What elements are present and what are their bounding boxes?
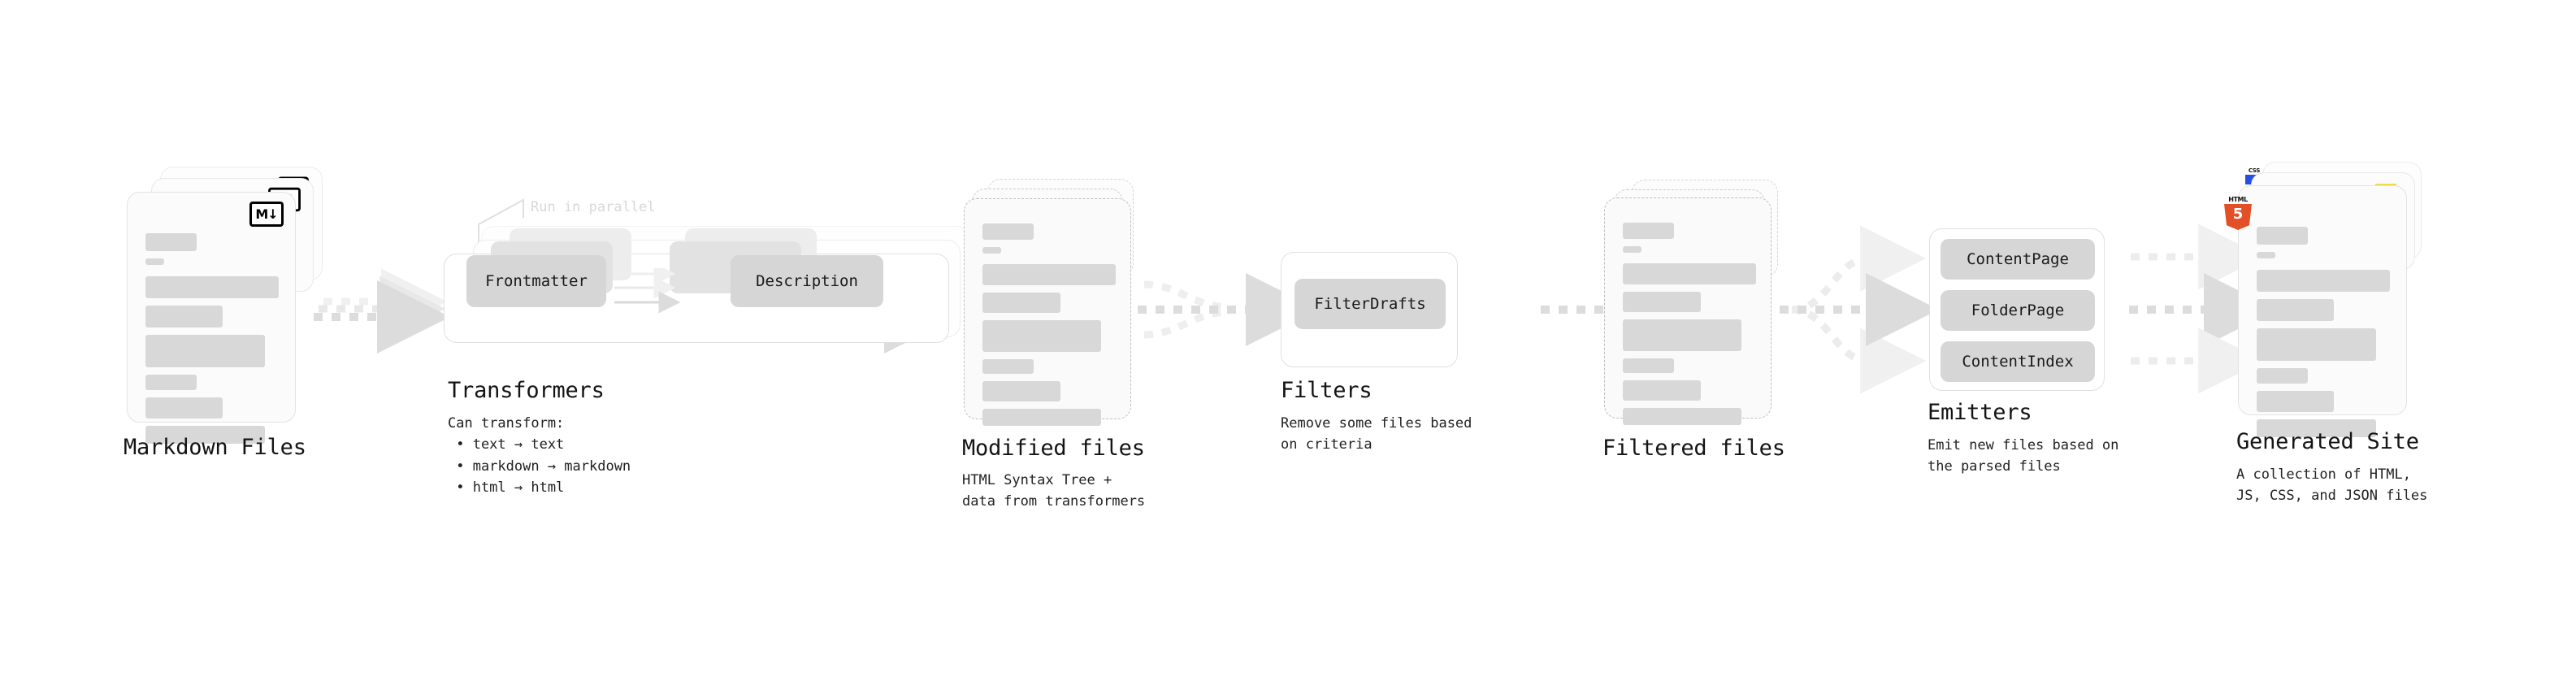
content-bar	[982, 320, 1101, 352]
stage-title-markdown-files: Markdown Files	[124, 435, 306, 460]
content-bar	[982, 247, 1001, 254]
content-bar	[1623, 358, 1674, 373]
stage-title-modified-files: Modified files	[962, 436, 1145, 461]
content-bar	[2257, 252, 2275, 258]
content-bar	[2257, 270, 2390, 292]
transformers-box: Frontmatter Description	[444, 228, 949, 343]
arrow-emitters-to-site	[2129, 223, 2277, 394]
content-bar	[2257, 419, 2376, 437]
content-bar	[145, 335, 265, 367]
emitter-chip-contentpage[interactable]: ContentPage	[1941, 239, 2095, 280]
markdown-file-card-front: M↓	[127, 192, 296, 444]
content-bar	[2257, 368, 2308, 384]
content-bar	[145, 306, 223, 327]
content-bar	[1623, 246, 1641, 253]
stage-title-transformers: Transformers	[448, 378, 605, 403]
transformer-chip-frontmatter[interactable]: Frontmatter	[466, 255, 606, 307]
content-bar	[2257, 299, 2334, 321]
filtered-content-bars	[1623, 223, 1756, 432]
stage-subtitle-emitters: Emit new files based on the parsed files	[1928, 437, 2119, 475]
stage-subtitle-generated-site: A collection of HTML, JS, CSS, and JSON …	[2236, 466, 2428, 505]
content-bar	[2257, 227, 2308, 245]
stage-title-filtered-files: Filtered files	[1602, 436, 1785, 461]
content-bar	[145, 397, 223, 419]
transformer-inner-arrows	[614, 268, 681, 314]
emitter-chip-folderpage[interactable]: FolderPage	[1941, 290, 2095, 331]
generated-content-bars	[2257, 227, 2390, 445]
content-bar	[2257, 328, 2376, 361]
stage-title-emitters: Emitters	[1928, 400, 2032, 425]
content-bar	[1623, 263, 1756, 284]
markdown-content-bars	[145, 233, 279, 451]
content-bar	[1623, 380, 1701, 401]
content-bar	[982, 293, 1060, 313]
arrow-filtered-to-emitters	[1780, 225, 1939, 394]
filters-box: FilterDrafts	[1281, 252, 1458, 367]
content-bar	[982, 381, 1060, 401]
content-bar	[982, 359, 1034, 374]
content-bar	[1623, 319, 1741, 351]
html5-icon: HTML	[2224, 196, 2252, 230]
stage-title-generated-site: Generated Site	[2236, 429, 2419, 454]
content-bar	[982, 264, 1116, 285]
content-bar	[145, 258, 164, 265]
stage-subtitle-transformers: Can transform: • text → text • markdown …	[448, 415, 631, 497]
content-bar	[145, 276, 279, 298]
content-bar	[982, 409, 1101, 426]
content-bar	[145, 233, 197, 251]
stage-subtitle-filters: Remove some files based on criteria	[1281, 415, 1472, 453]
arrow-markdown-to-transformers	[314, 268, 450, 354]
generated-file-card-front: HTML	[2224, 185, 2407, 437]
filtered-file-card-front	[1604, 197, 1772, 425]
content-bar	[1623, 408, 1741, 425]
stage-subtitle-modified-files: HTML Syntax Tree + data from transformer…	[962, 472, 1146, 510]
emitter-chip-contentindex[interactable]: ContentIndex	[1941, 341, 2095, 382]
run-in-parallel-hint: Run in parallel	[531, 199, 656, 215]
content-bar	[2257, 391, 2334, 412]
content-bar	[1623, 292, 1701, 312]
html5-icon-label: HTML	[2228, 196, 2248, 203]
markdown-icon: M↓	[249, 202, 284, 227]
content-bar	[1623, 223, 1674, 239]
html5-icon-shield	[2224, 204, 2252, 230]
content-bar	[145, 375, 197, 390]
transformer-chip-description[interactable]: Description	[731, 255, 883, 307]
content-bar	[982, 223, 1034, 240]
modified-file-card-front	[964, 198, 1131, 426]
emitters-box: ContentPage FolderPage ContentIndex	[1929, 228, 2105, 391]
filter-chip-filterdrafts[interactable]: FilterDrafts	[1295, 279, 1446, 329]
arrow-modified-to-filters	[1138, 273, 1319, 346]
modified-content-bars	[982, 223, 1116, 433]
stage-title-filters: Filters	[1281, 378, 1373, 403]
content-bar	[145, 426, 265, 444]
parallel-bracket	[478, 198, 524, 250]
